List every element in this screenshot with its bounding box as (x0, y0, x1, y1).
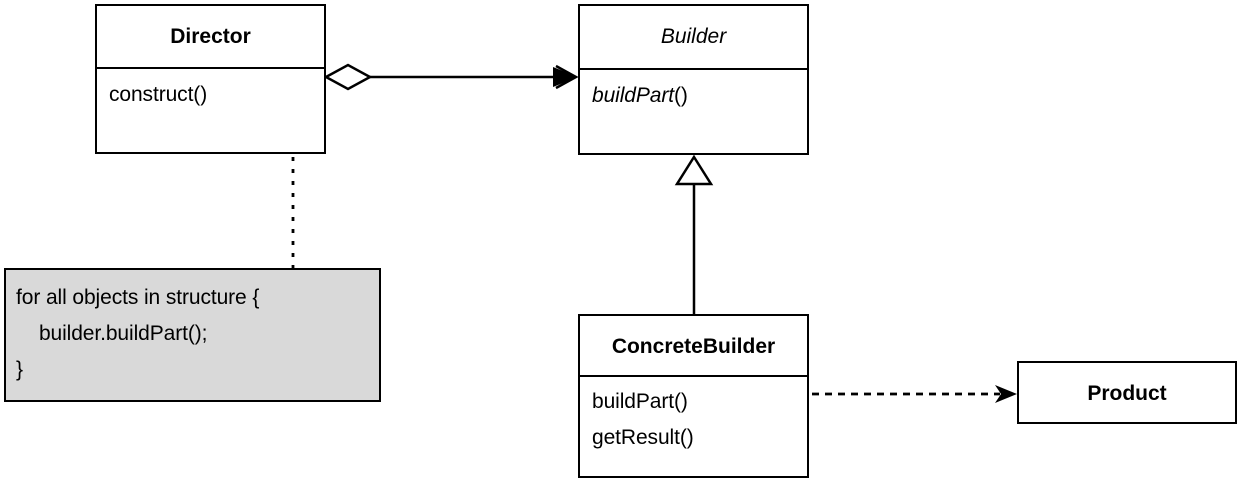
hollow-triangle-icon (674, 154, 714, 186)
class-box-director[interactable]: Director construct() (95, 4, 326, 154)
solid-arrow-icon (995, 385, 1017, 403)
class-member-director-construct: construct() (109, 83, 208, 106)
class-divider-builder (580, 68, 807, 70)
class-member-concretebuilder-getresult: getResult() (592, 426, 694, 449)
class-member-builder-buildpart: buildPart() (592, 84, 688, 107)
class-title-concretebuilder: ConcreteBuilder (611, 335, 776, 358)
relationship-aggregation-director-builder[interactable] (323, 63, 579, 91)
class-divider-director (97, 67, 324, 69)
note-line-1: for all objects in structure { (16, 286, 260, 309)
class-member-builder-buildpart-abstract-name: buildPart (592, 84, 674, 107)
class-title-product: Product (1087, 382, 1167, 405)
note-line-3: } (16, 358, 23, 381)
class-divider-concretebuilder (580, 375, 807, 377)
note-line-2: builder.buildPart(); (16, 322, 208, 345)
note-director-pseudocode[interactable]: for all objects in structure { builder.b… (4, 268, 381, 402)
class-box-builder[interactable]: Builder buildPart() (578, 4, 809, 155)
class-member-concretebuilder-buildpart: buildPart() (592, 390, 688, 413)
class-title-builder: Builder (660, 25, 727, 48)
open-arrow-fill-icon (553, 67, 578, 87)
relationship-dependency-concretebuilder-product[interactable] (812, 385, 1017, 403)
class-box-product[interactable]: Product (1017, 361, 1237, 424)
relationship-generalization-concretebuilder-builder[interactable] (674, 154, 714, 314)
class-box-concretebuilder[interactable]: ConcreteBuilder buildPart() getResult() (578, 314, 809, 478)
hollow-diamond-icon (323, 63, 373, 91)
class-title-director: Director (170, 25, 251, 48)
